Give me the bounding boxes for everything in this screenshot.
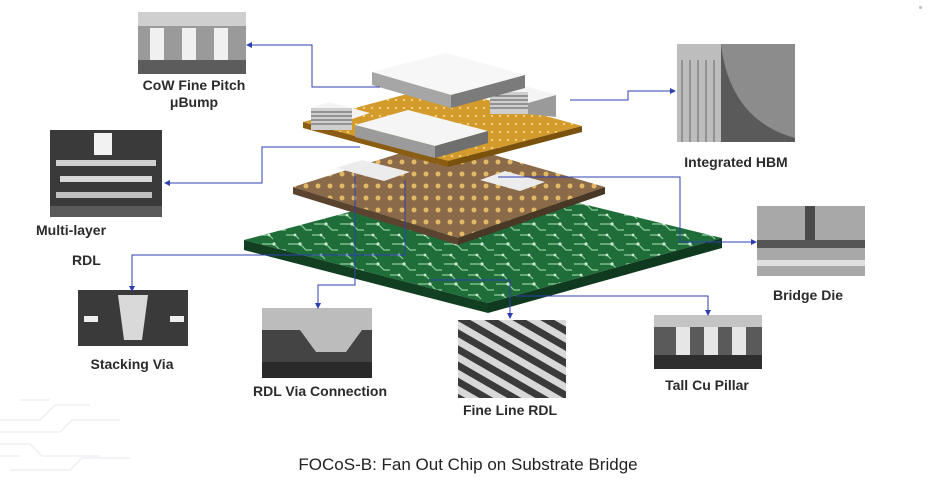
image-cow-bump [138,12,246,74]
arrowheads [129,42,757,319]
hbm-stack-left [311,102,370,130]
connector-arrows [131,44,753,315]
bridge-die-left [336,160,410,181]
image-fine-line-rdl [458,320,566,398]
image-tall-cu-pillar [654,315,762,369]
image-integrated-hbm [677,44,795,142]
label-stacking-via: Stacking Via [90,356,174,372]
image-rdl-via [262,308,372,378]
figure-caption: FOCoS-B: Fan Out Chip on Substrate Bridg… [298,455,638,474]
main-die-top [372,53,525,108]
label-integrated-hbm: Integrated HBM [684,154,788,170]
label-rdl-via-connection: RDL Via Connection [252,383,388,399]
label-cow-line1: CoW Fine Pitch [142,77,246,93]
image-multilayer-rdl [50,130,162,217]
label-rdl: RDL [72,252,101,268]
label-tall-cu-pillar: Tall Cu Pillar [665,377,749,393]
image-bridge-die [757,206,865,276]
label-fine-line-rdl: Fine Line RDL [462,402,558,418]
label-multilayer: Multi-layer [36,222,107,238]
label-bridge-die: Bridge Die [772,287,843,303]
corner-dot [919,6,922,9]
bump-substrate-layer [293,140,605,245]
label-cow-fine-pitch: CoW Fine Pitch μBump [134,77,254,111]
background-circuit-decoration [0,399,130,471]
interposer-layer [303,53,582,167]
bridge-die-right [480,171,545,191]
main-die-lower [355,110,488,158]
label-cow-line2: μBump [169,94,219,110]
hbm-stack-right [490,84,556,117]
image-stacking-via [78,290,188,346]
